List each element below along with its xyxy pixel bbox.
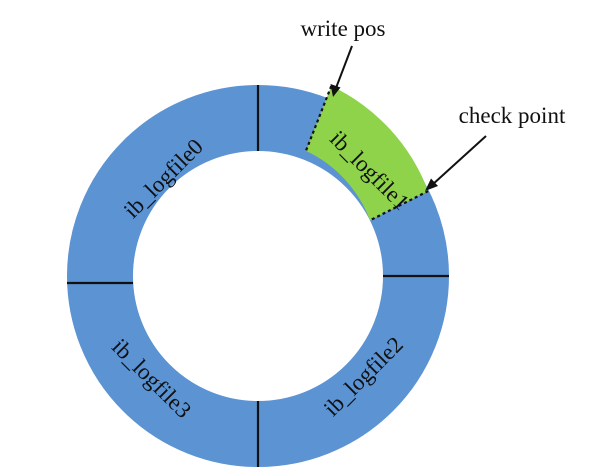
check-point-arrow-shaft bbox=[431, 135, 487, 186]
check-point-boundary bbox=[369, 190, 429, 222]
write-pos-arrow-shaft bbox=[335, 45, 353, 89]
check-point-arrow-head bbox=[425, 178, 438, 191]
check-point-label: check point bbox=[459, 103, 566, 128]
write-pos-arrow-head bbox=[330, 84, 341, 97]
write-pos-label: write pos bbox=[301, 16, 386, 41]
active-log-region bbox=[305, 86, 429, 221]
